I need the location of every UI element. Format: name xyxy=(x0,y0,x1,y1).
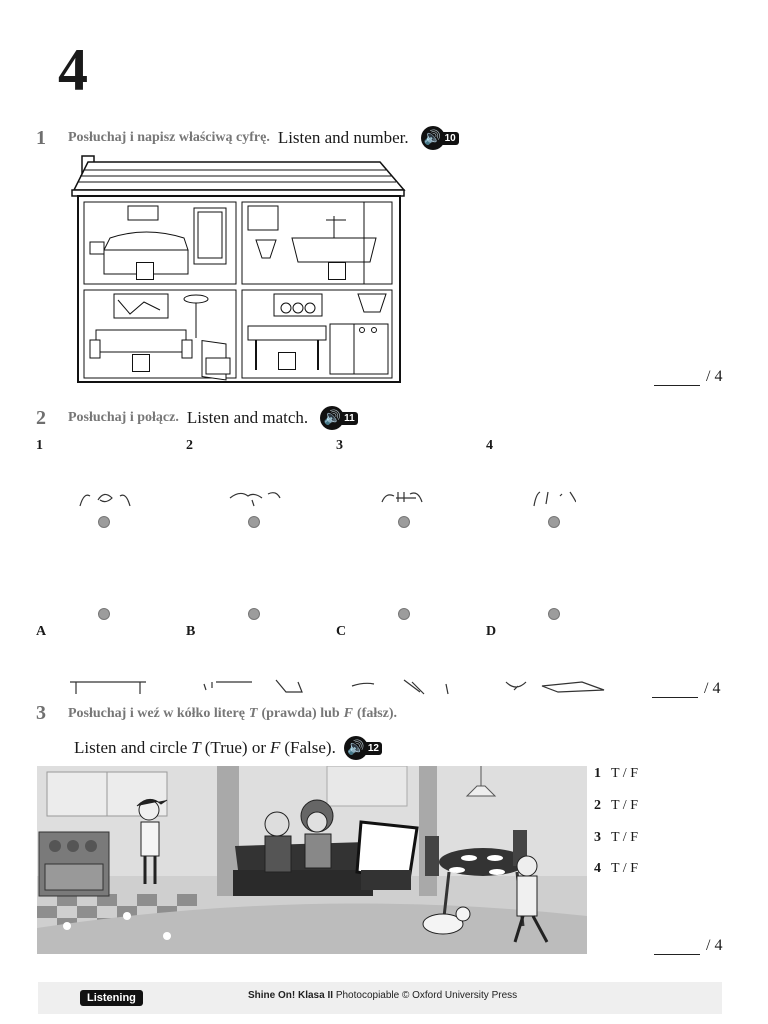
letter-t: T xyxy=(248,705,258,721)
tf-item: 1 T / F xyxy=(594,766,638,782)
letter-f: F xyxy=(343,705,354,721)
match-dot-1[interactable] xyxy=(98,516,110,528)
score-total: / 4 xyxy=(706,368,723,385)
tf-item-number: 3 xyxy=(594,830,601,845)
match-dot-4[interactable] xyxy=(548,516,560,528)
score-blank[interactable] xyxy=(654,940,700,955)
track-number: 11 xyxy=(341,411,358,425)
unit-number: 4 xyxy=(58,37,88,103)
audio-track-12[interactable]: 🔊 12 xyxy=(343,736,382,760)
match-label-b: B xyxy=(186,624,196,639)
speaker-icon: 🔊 xyxy=(420,126,445,150)
tf-item: 4 T / F xyxy=(594,861,638,877)
match-label-2: 2 xyxy=(186,438,193,453)
family-scene-illustration xyxy=(37,766,587,954)
tf-item: 2 T / F xyxy=(594,798,638,814)
instruction-polish-pre: Posłuchaj i weź w kółko literę xyxy=(68,705,245,721)
match-label-3: 3 xyxy=(336,438,343,453)
instruction-english-f: (False). xyxy=(284,738,336,757)
tf-choice[interactable]: T / F xyxy=(611,766,638,781)
instruction-english: Listen and match. xyxy=(186,408,309,427)
match-dot-a[interactable] xyxy=(98,608,110,620)
score-ex2: / 4 xyxy=(652,680,720,698)
instruction-polish-mid1: (prawda) lub xyxy=(261,705,340,721)
audio-track-11[interactable]: 🔊 11 xyxy=(320,406,358,430)
tf-item-number: 4 xyxy=(594,861,601,876)
score-total: / 4 xyxy=(704,680,721,697)
section-badge: Listening xyxy=(80,990,143,1006)
score-ex1: / 4 xyxy=(654,368,722,386)
tf-item-number: 1 xyxy=(594,766,601,781)
house-illustration xyxy=(71,155,406,383)
tf-item: 3 T / F xyxy=(594,830,638,846)
score-total: / 4 xyxy=(706,937,723,954)
exercise-number: 3 xyxy=(36,702,46,724)
instruction-polish-mid2: (fałsz). xyxy=(357,705,398,721)
instruction-english: Listen and number. xyxy=(277,128,409,147)
score-blank[interactable] xyxy=(652,683,698,698)
tf-item-number: 2 xyxy=(594,798,601,813)
instruction-english-pre: Listen and circle xyxy=(74,738,188,757)
exercise-3-header: 3 Posłuchaj i weź w kółko literę T (praw… xyxy=(36,702,397,725)
copyright: Photocopiable © Oxford University Press xyxy=(335,990,518,1001)
score-blank[interactable] xyxy=(654,371,700,386)
letter-f: F xyxy=(269,738,281,757)
exercise-3-english: Listen and circle T (True) or F (False).… xyxy=(74,736,382,760)
answer-box-bedroom[interactable] xyxy=(136,262,154,280)
match-label-1: 1 xyxy=(36,438,43,453)
speaker-icon: 🔊 xyxy=(343,736,368,760)
match-dot-b[interactable] xyxy=(248,608,260,620)
tf-choice[interactable]: T / F xyxy=(611,798,638,813)
match-dot-c[interactable] xyxy=(398,608,410,620)
tf-choice[interactable]: T / F xyxy=(611,861,638,876)
footer-bar xyxy=(38,982,722,1014)
book-title: Shine On! Klasa II xyxy=(248,990,334,1001)
answer-box-living-room[interactable] xyxy=(132,354,150,372)
furniture-sketches xyxy=(70,679,605,695)
match-label-c: C xyxy=(336,624,347,639)
exercise-number: 2 xyxy=(36,406,46,429)
match-label-4: 4 xyxy=(486,438,493,453)
match-label-d: D xyxy=(486,624,497,639)
tf-choice[interactable]: T / F xyxy=(611,830,638,845)
score-ex3: / 4 xyxy=(654,937,722,955)
instruction-polish: Posłuchaj i napisz właściwą cyfrę. xyxy=(68,130,270,145)
instruction-polish: Posłuchaj i połącz. xyxy=(68,410,179,425)
match-dot-d[interactable] xyxy=(548,608,560,620)
match-dot-3[interactable] xyxy=(398,516,410,528)
exercise-2-header: 2 Posłuchaj i połącz. Listen and match. … xyxy=(36,406,358,430)
exercise-number: 1 xyxy=(36,126,46,149)
track-number: 12 xyxy=(364,741,382,755)
footer-credit: Shine On! Klasa II Photocopiable © Oxfor… xyxy=(248,990,517,1001)
speaker-icon: 🔊 xyxy=(320,406,345,430)
instruction-english-t: (True) or xyxy=(204,738,266,757)
exercise-1-header: 1 Posłuchaj i napisz właściwą cyfrę. Lis… xyxy=(36,126,459,150)
answer-box-bathroom[interactable] xyxy=(328,262,346,280)
character-sketches xyxy=(79,491,576,507)
audio-track-10[interactable]: 🔊 10 xyxy=(420,126,459,150)
answer-box-kitchen[interactable] xyxy=(278,352,296,370)
letter-t: T xyxy=(191,738,201,757)
track-number: 10 xyxy=(441,131,459,145)
match-dot-2[interactable] xyxy=(248,516,260,528)
match-label-a: A xyxy=(36,624,47,639)
